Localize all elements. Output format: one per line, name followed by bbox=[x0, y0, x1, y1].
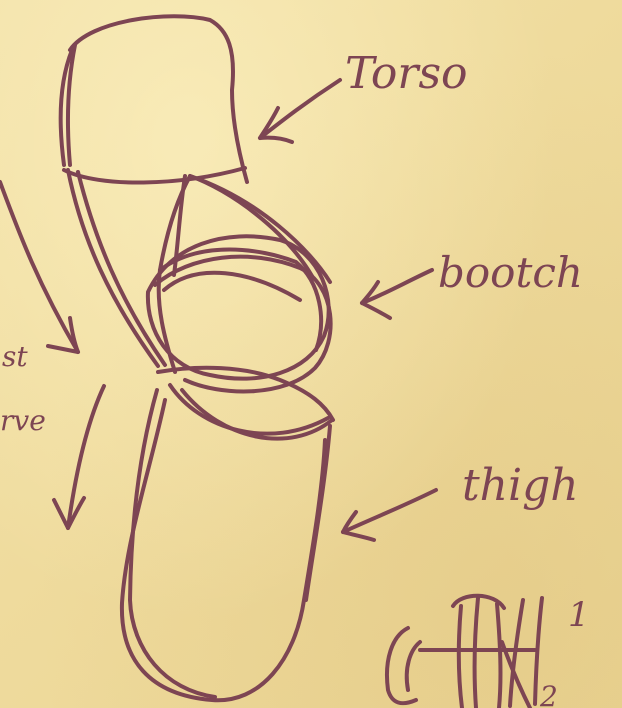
thigh-shape bbox=[122, 385, 332, 700]
thigh-label: thigh bbox=[462, 460, 579, 511]
number-two-label: 2 bbox=[539, 680, 558, 708]
torso-shape bbox=[61, 16, 247, 182]
small-figure-sketch bbox=[387, 596, 542, 708]
thigh-arrow bbox=[343, 490, 436, 540]
booty-arrow bbox=[362, 270, 432, 318]
number-one-label: 1 bbox=[568, 595, 590, 635]
partial-left-label-bottom: rve bbox=[0, 404, 46, 437]
booty-label: bootch bbox=[438, 248, 583, 297]
torso-label: Torso bbox=[345, 48, 468, 99]
left-down-arrow bbox=[54, 386, 104, 528]
torso-arrow bbox=[260, 80, 340, 142]
booty-shape bbox=[148, 176, 333, 420]
back-line bbox=[68, 170, 165, 366]
left-top-arrow bbox=[0, 182, 78, 352]
partial-left-label-top: st bbox=[2, 340, 28, 373]
